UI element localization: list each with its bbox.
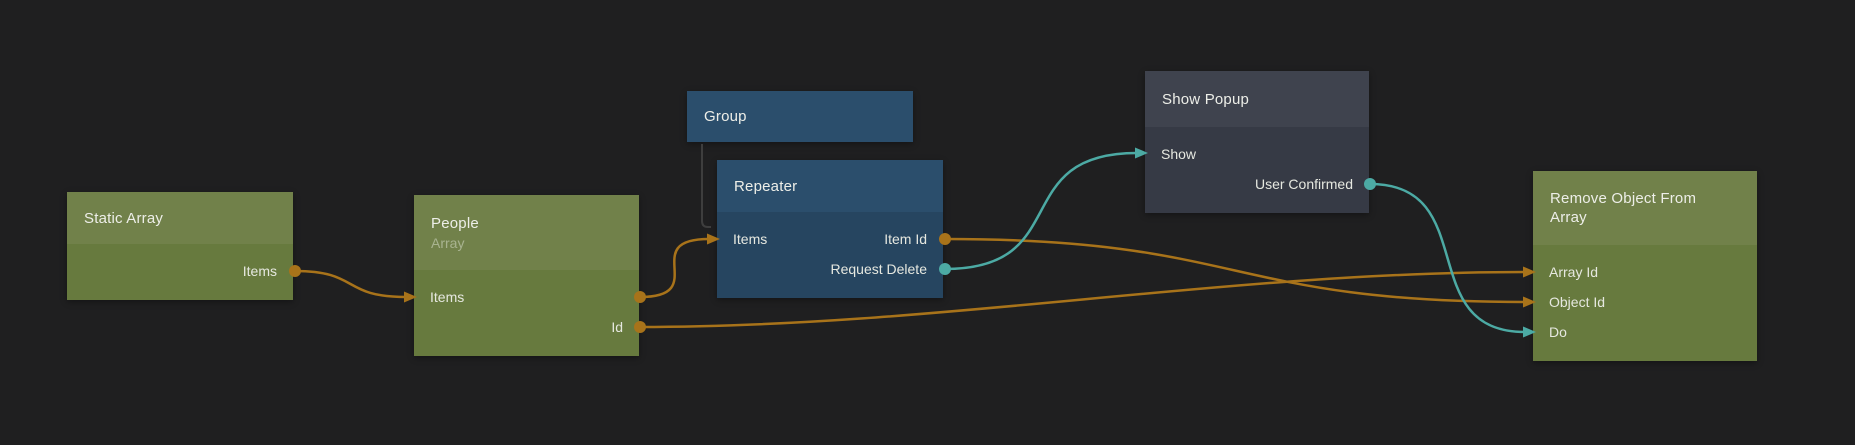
node-title: Group xyxy=(704,108,747,125)
port-array-id-input[interactable]: Array Id xyxy=(1549,264,1599,280)
node-remove-object-from-array[interactable]: Remove Object From Array Array Id Object… xyxy=(1533,171,1757,361)
node-body: Items Id xyxy=(414,270,639,356)
port-row: Show xyxy=(1145,139,1369,169)
node-subtitle: Array xyxy=(431,234,465,251)
port-row: Do xyxy=(1533,317,1757,347)
port-user-confirmed-output[interactable]: User Confirmed xyxy=(1254,176,1353,192)
port-items-input[interactable]: Items xyxy=(430,289,465,305)
node-body: Items Item Id Request Delete xyxy=(717,212,943,298)
port-row: Request Delete xyxy=(717,254,943,284)
wire-repeater-to-show_popup[interactable] xyxy=(943,151,1139,271)
node-group[interactable]: Group xyxy=(687,91,913,142)
port-row: Items xyxy=(414,282,639,312)
port-id-output[interactable]: Id xyxy=(611,319,623,335)
node-header[interactable]: Static Array xyxy=(67,192,293,244)
wire-static_array-to-people[interactable] xyxy=(293,269,408,299)
port-items-input[interactable]: Items xyxy=(733,231,768,247)
port-request-delete-output[interactable]: Request Delete xyxy=(830,261,927,277)
node-body: Items xyxy=(67,244,293,300)
node-header[interactable]: Remove Object From Array xyxy=(1533,171,1757,245)
port-do-input[interactable]: Do xyxy=(1549,324,1567,340)
node-show-popup[interactable]: Show Popup Show User Confirmed xyxy=(1145,71,1369,213)
node-header[interactable]: Repeater xyxy=(717,160,943,212)
port-row: Object Id xyxy=(1533,287,1757,317)
port-items-output[interactable]: Items xyxy=(242,263,277,279)
node-header[interactable]: Show Popup xyxy=(1145,71,1369,127)
node-body: Show User Confirmed xyxy=(1145,127,1369,213)
node-title: Static Array xyxy=(84,209,164,227)
wire-repeater-to-remove_object_from_array[interactable] xyxy=(943,237,1527,304)
node-title: Show Popup xyxy=(1162,90,1250,108)
port-show-input[interactable]: Show xyxy=(1161,146,1197,162)
node-title: Repeater xyxy=(734,177,798,195)
node-title: People xyxy=(431,214,479,232)
hierarchy-connector xyxy=(701,144,711,228)
port-row: Items Item Id xyxy=(717,224,943,254)
node-repeater[interactable]: Repeater Items Item Id Request Delete xyxy=(717,160,943,298)
node-static-array[interactable]: Static Array Items xyxy=(67,192,293,300)
node-header[interactable]: People Array xyxy=(414,195,639,270)
node-people[interactable]: People Array Items Id xyxy=(414,195,639,356)
wire-people-to-repeater[interactable] xyxy=(638,237,711,299)
port-row: User Confirmed xyxy=(1145,169,1369,199)
node-title: Remove Object From Array xyxy=(1550,190,1697,226)
port-row: Items xyxy=(67,256,293,286)
wire-show_popup-to-remove_object_from_array[interactable] xyxy=(1368,182,1527,334)
node-header[interactable]: Group xyxy=(687,91,913,142)
port-row: Id xyxy=(414,312,639,342)
port-row: Array Id xyxy=(1533,257,1757,287)
port-item-id-output[interactable]: Item Id xyxy=(884,231,927,247)
port-object-id-input[interactable]: Object Id xyxy=(1549,294,1606,310)
node-body: Array Id Object Id Do xyxy=(1533,245,1757,361)
